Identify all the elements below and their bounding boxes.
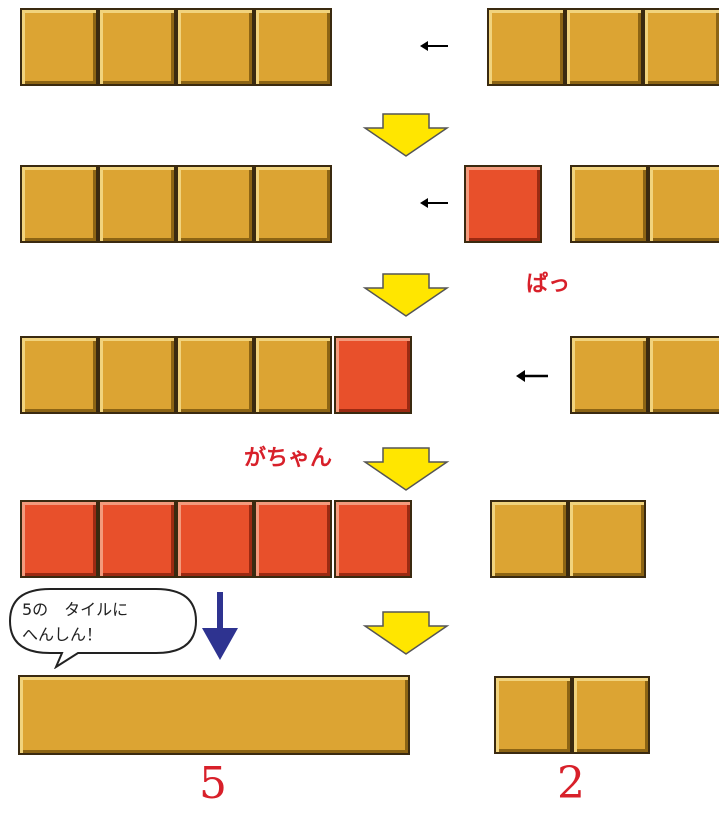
down-arrow-icon	[361, 446, 451, 492]
tile	[643, 8, 719, 86]
tile	[568, 500, 646, 578]
tile-red	[20, 500, 98, 578]
left-arrow-icon	[418, 36, 450, 56]
count-right: 2	[557, 762, 585, 806]
left-arrow-icon	[418, 193, 450, 213]
tile	[487, 8, 565, 86]
tile-red	[98, 500, 176, 578]
blue-down-arrow-icon	[198, 590, 242, 662]
tile-red	[254, 500, 332, 578]
down-arrow-icon	[361, 610, 451, 656]
tile	[254, 165, 332, 243]
tile	[494, 676, 572, 754]
tile	[98, 8, 176, 86]
tile	[20, 165, 98, 243]
tile	[20, 336, 98, 414]
tile	[254, 336, 332, 414]
tile-red	[464, 165, 542, 243]
speech-bubble-line-2: へんしん！	[22, 624, 102, 646]
tile-red	[334, 500, 412, 578]
tile	[570, 165, 648, 243]
tile	[570, 336, 648, 414]
five-tile	[18, 675, 410, 755]
tile	[176, 336, 254, 414]
tile	[648, 165, 719, 243]
count-left: 5	[199, 762, 227, 806]
speech-bubble-line-1: 5の タイルに	[22, 599, 128, 621]
tile	[98, 336, 176, 414]
tile	[490, 500, 568, 578]
tile	[254, 8, 332, 86]
down-arrow-icon	[361, 272, 451, 318]
tile	[98, 165, 176, 243]
down-arrow-icon	[361, 112, 451, 158]
left-arrow-icon	[514, 366, 550, 386]
sound-effect-clank: がちゃん	[244, 440, 332, 472]
tile-red	[334, 336, 412, 414]
sound-effect-pop: ぱっ	[526, 266, 570, 298]
tile-red	[176, 500, 254, 578]
tile	[176, 165, 254, 243]
tile	[572, 676, 650, 754]
tile	[565, 8, 643, 86]
tile	[20, 8, 98, 86]
tile	[176, 8, 254, 86]
tile	[648, 336, 719, 414]
